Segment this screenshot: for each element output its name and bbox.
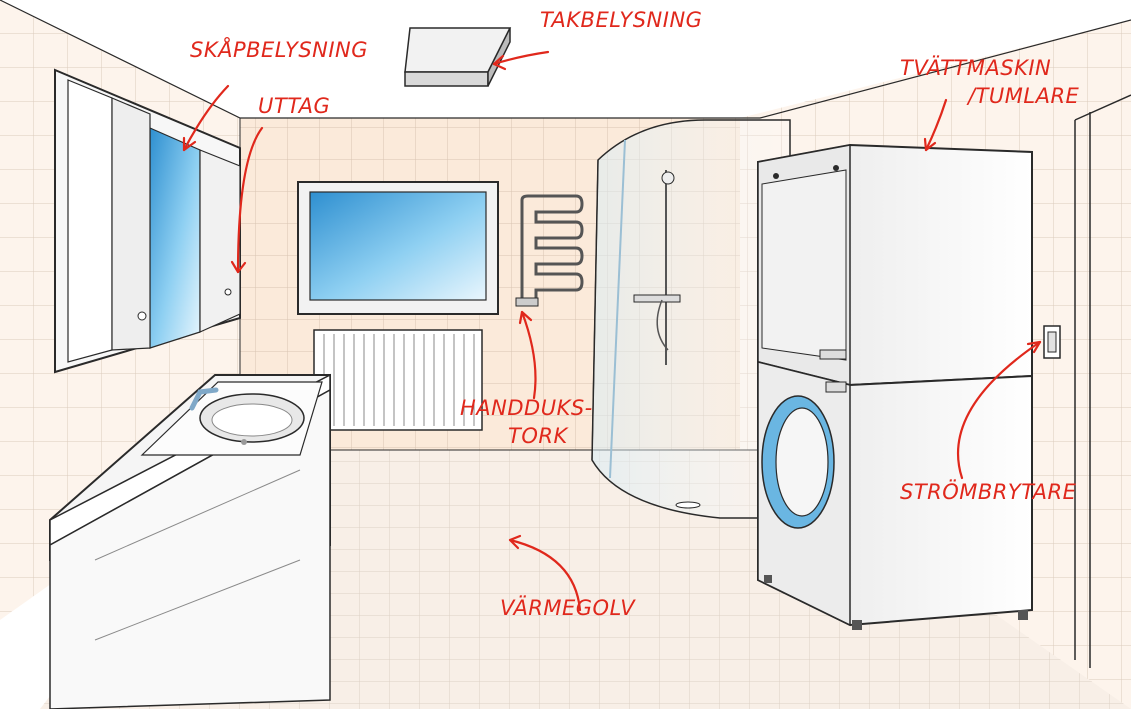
label-handdukstork-line2: TORK (508, 426, 568, 447)
label-skapbelysning: SKÅPBELYSNING (190, 40, 368, 61)
label-handdukstork-line1: HANDDUKS- (460, 398, 593, 419)
label-tvattmaskin-line2: /TUMLARE (968, 86, 1079, 107)
window-icon (298, 182, 498, 314)
label-varmegolv: VÄRMEGOLV (500, 598, 635, 619)
label-takbelysning: TAKBELYSNING (540, 10, 702, 31)
label-strombrytare: STRÖMBRYTARE (900, 482, 1076, 503)
wall-switch-icon (1044, 326, 1060, 358)
label-uttag: UTTAG (258, 96, 330, 117)
dryer-icon (758, 145, 1032, 385)
radiator-icon (314, 330, 482, 430)
ceiling-lamp-icon (405, 28, 510, 86)
label-tvattmaskin-line1: TVÄTTMASKIN (900, 58, 1051, 79)
